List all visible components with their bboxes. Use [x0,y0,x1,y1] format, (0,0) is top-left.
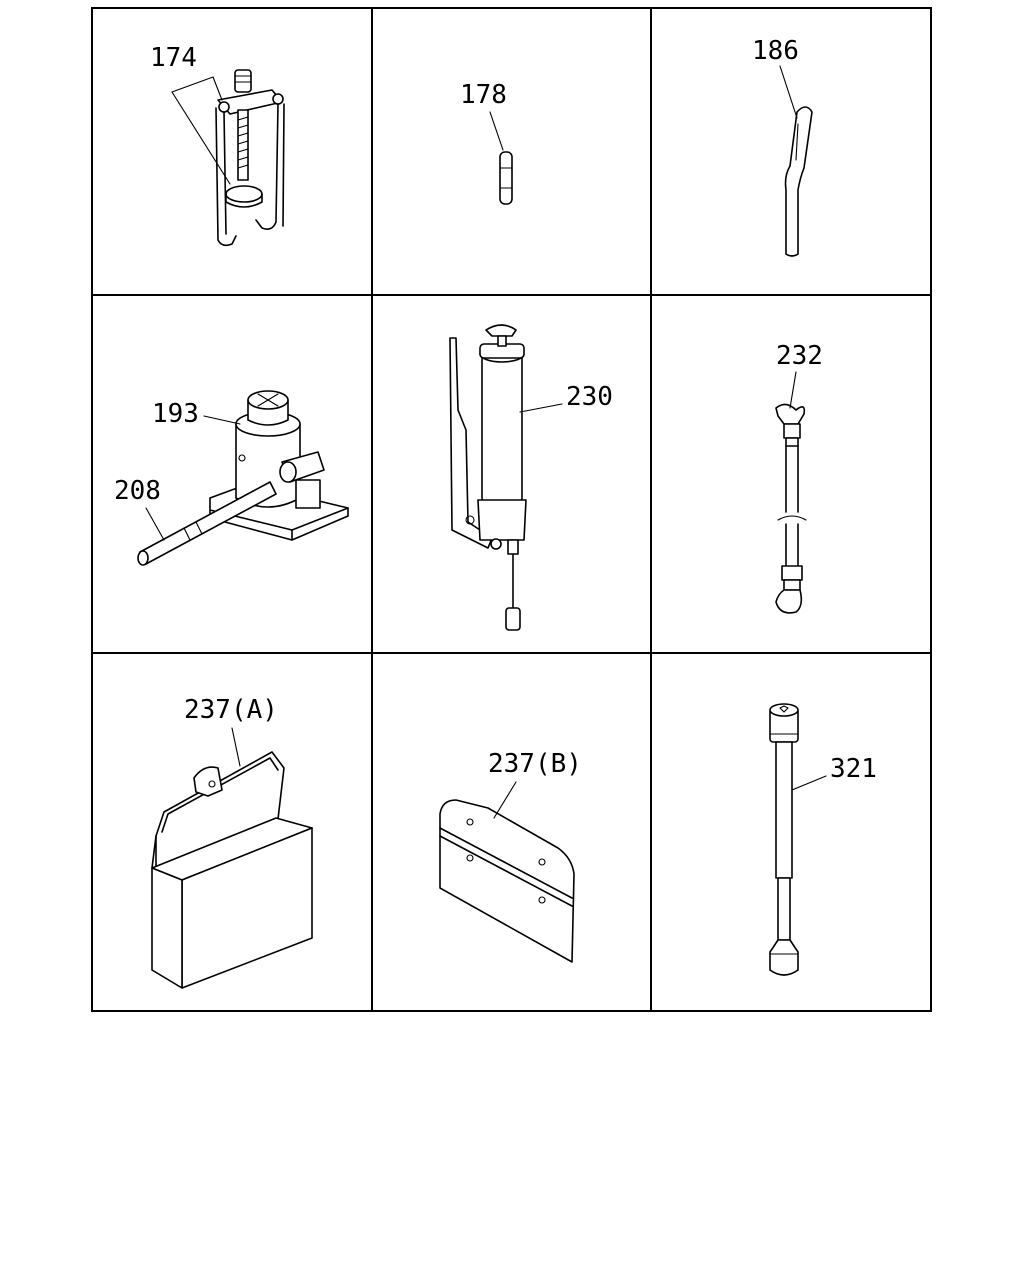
callout-leader [789,371,797,409]
tire-lever-icon [784,106,813,257]
tool-bag-icon [151,751,313,989]
callout-leader [145,507,165,541]
callout-leader [203,415,241,425]
pin-icon [499,151,513,205]
part-label-193: 193 [152,399,199,429]
callout-leader [779,65,798,119]
callout-leader [791,775,827,791]
wheel-nut-wrench-icon [769,703,799,976]
jack-handle-icon [137,481,277,566]
tool-bag-cover-icon [439,799,575,963]
part-label-174: 174 [150,43,197,73]
part-label-237a: 237(A) [184,695,278,725]
parts-grid [91,7,932,1012]
callout-leader [231,727,241,767]
part-label-178: 178 [460,80,507,110]
gear-puller-icon [215,69,285,247]
part-label-230: 230 [566,382,613,412]
part-label-237b: 237(B) [488,749,582,779]
grease-gun-icon [449,324,527,631]
callout-leader [493,781,517,819]
bottle-jack-icon [209,390,349,541]
callout-leader [489,111,504,151]
callout-leader [171,76,231,185]
part-label-232: 232 [776,341,823,371]
callout-leader [519,403,563,413]
part-label-186: 186 [752,36,799,66]
tire-inflation-hose-icon [775,403,807,614]
part-label-321: 321 [830,754,877,784]
part-label-208: 208 [114,476,161,506]
